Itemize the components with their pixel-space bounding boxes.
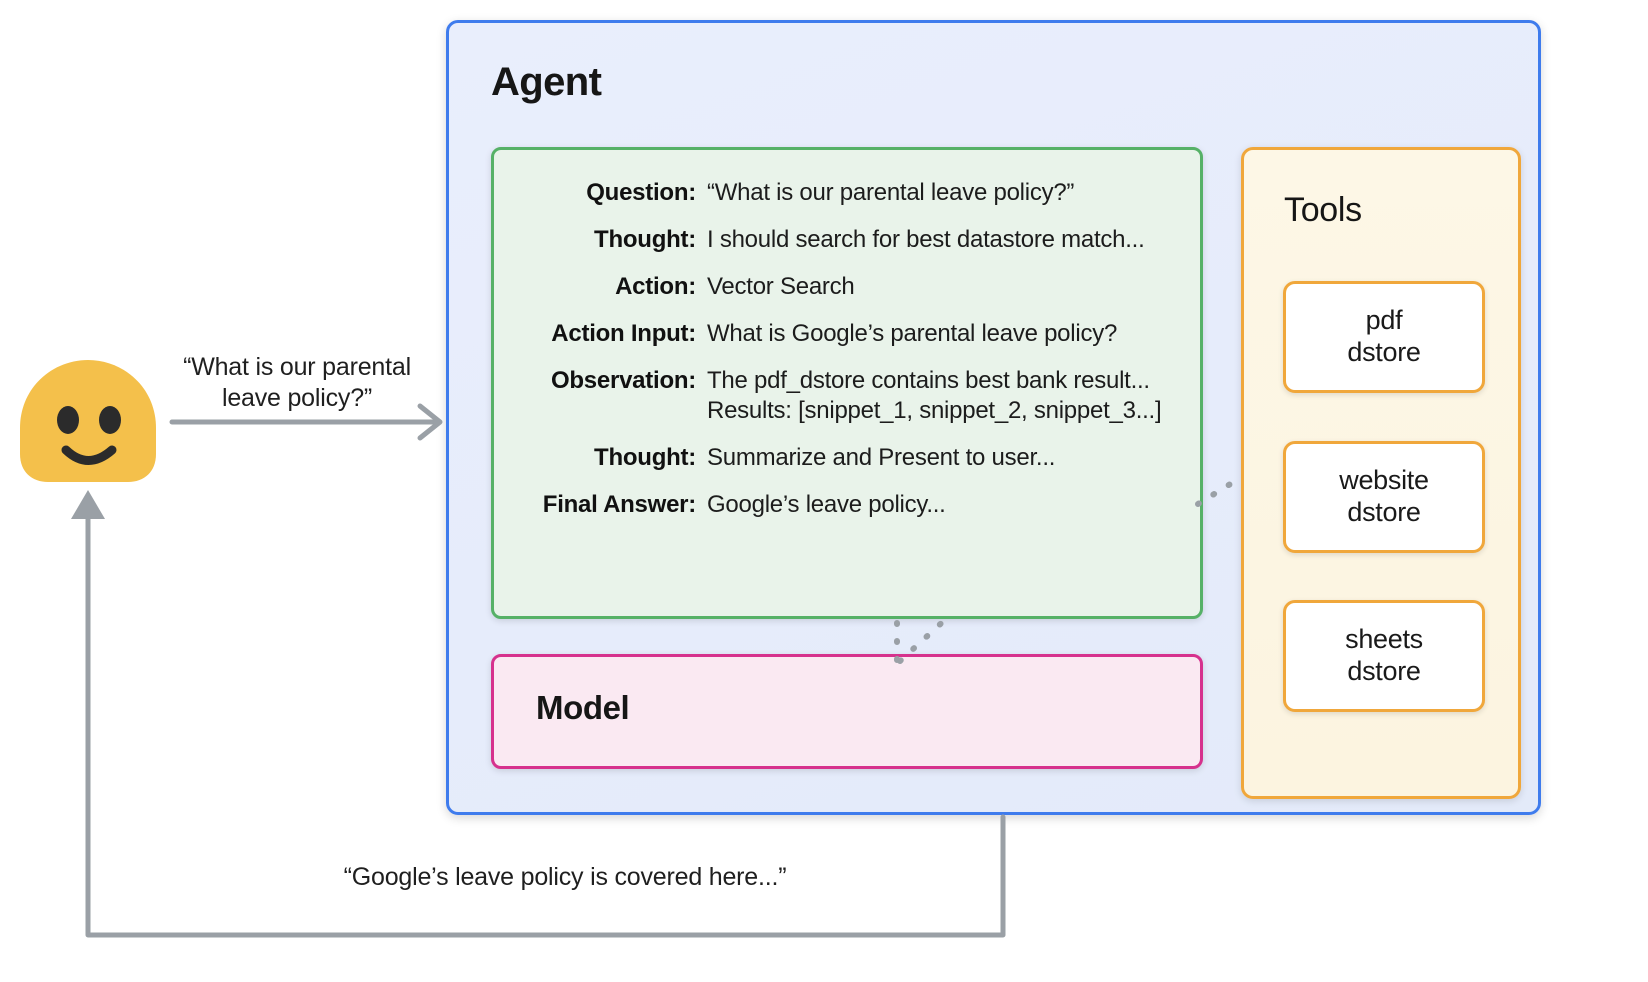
trace-label-action-input: Action Input: [551,320,696,347]
trace-row: Action Input: What is Google’s parental … [494,319,1200,349]
trace-value-thought-1: I should search for best datastore match… [707,226,1145,253]
tools-title: Tools [1284,191,1362,229]
trace-row: Action: Vector Search [494,272,1200,302]
trace-value-thought-2: Summarize and Present to user... [707,444,1056,471]
model-panel: Model [491,654,1203,769]
trace-row: Thought: I should search for best datast… [494,225,1200,255]
tool-card-website-dstore[interactable]: website dstore [1283,441,1485,553]
react-trace-panel: Question: “What is our parental leave po… [491,147,1203,619]
tool-card-label: pdf dstore [1347,305,1421,367]
tool-card-pdf-dstore[interactable]: pdf dstore [1283,281,1485,393]
trace-label-action: Action: [615,273,696,300]
react-trace-rows: Question: “What is our parental leave po… [494,178,1200,537]
agent-container: Agent Question: “What is our parental le… [446,20,1541,815]
trace-label-thought-1: Thought: [594,226,696,253]
user-question-caption: “What is our parental leave policy?” [183,353,411,412]
trace-label-observation: Observation: [550,367,696,394]
tool-card-label: website dstore [1339,465,1429,527]
trace-row: Observation: The pdf_dstore contains bes… [494,366,1200,426]
trace-row: Final Answer: Google’s leave policy... [494,490,1200,520]
trace-row: Question: “What is our parental leave po… [494,178,1200,208]
tool-card-sheets-dstore[interactable]: sheets dstore [1283,600,1485,712]
trace-value-action: Vector Search [707,273,855,300]
agent-title: Agent [491,60,602,104]
tool-card-label: sheets dstore [1345,624,1423,686]
trace-row: Thought: Summarize and Present to user..… [494,443,1200,473]
trace-value-final-answer: Google’s leave policy... [707,491,946,518]
user-avatar-icon [18,358,158,484]
agent-answer-caption: “Google’s leave policy is covered here..… [343,863,787,891]
trace-value-action-input: What is Google’s parental leave policy? [707,320,1118,347]
trace-label-thought-2: Thought: [594,444,696,471]
trace-label-final-answer: Final Answer: [542,491,696,518]
tools-panel: Tools pdf dstore website dstore sheets d… [1241,147,1521,799]
trace-value-question: “What is our parental leave policy?” [707,179,1075,206]
trace-label-question: Question: [586,179,696,206]
trace-value-observation: The pdf_dstore contains best bank result… [707,367,1162,424]
model-title: Model [536,689,630,726]
